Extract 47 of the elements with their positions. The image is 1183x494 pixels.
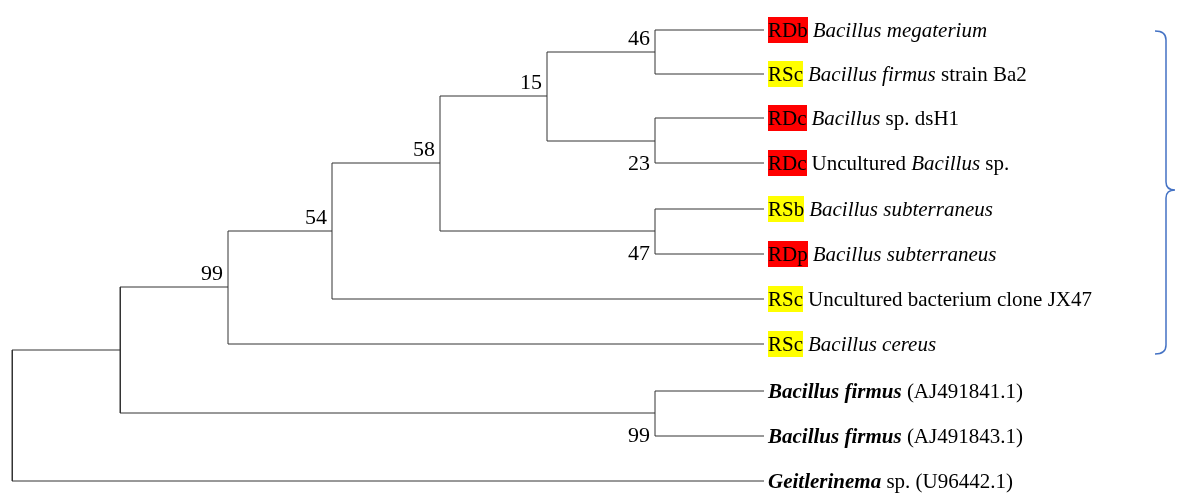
highlight-tag: RDb [768, 17, 808, 43]
tree-branch [119, 286, 229, 351]
bootstrap-value: 99 [184, 257, 228, 287]
taxon-name: Bacillus cereus [808, 333, 937, 355]
tree-branch [331, 162, 441, 232]
taxon-name: Bacillus megaterium [812, 19, 988, 41]
tree-branch [654, 208, 765, 232]
taxon-name: Bacillus sp. dsH1 [811, 107, 960, 129]
highlight-tag: RDc [768, 150, 807, 176]
tree-branch [654, 140, 765, 164]
bootstrap-value: 54 [288, 201, 332, 231]
highlight-tag: RSc [768, 286, 803, 312]
tree-branch [654, 390, 765, 414]
tree-branch [654, 117, 765, 142]
bootstrap-value: 23 [611, 141, 655, 171]
taxon-name: Bacillus firmus strain Ba2 [808, 63, 1027, 85]
bootstrap-value: 99 [611, 413, 655, 443]
tree-branch [546, 51, 656, 97]
tree-branch [11, 414, 765, 482]
taxon-name: Bacillus subterraneus [809, 198, 993, 220]
highlight-tag: RSc [768, 331, 803, 357]
bootstrap-value: 46 [611, 22, 655, 52]
taxon-name: Bacillus firmus (AJ491841.1) [768, 380, 1023, 402]
tree-branch [654, 51, 765, 75]
highlight-tag: RDc [768, 105, 807, 131]
bootstrap-value: 47 [611, 231, 655, 261]
tree-branch [227, 286, 765, 345]
highlight-tag: RDp [768, 241, 808, 267]
tree-branch [119, 349, 656, 414]
taxon-name: Uncultured Bacillus sp. [811, 152, 1010, 174]
tree-branch [439, 95, 548, 164]
tree-branch [654, 29, 765, 53]
tree-branch [439, 162, 656, 232]
bootstrap-value: 58 [396, 133, 440, 163]
taxon-name: Geitlerinema sp. (U96442.1) [768, 470, 1013, 492]
tree-branch [654, 412, 765, 437]
tree-branch [546, 95, 656, 142]
tree-branch [654, 230, 765, 255]
tree-branch [11, 349, 121, 416]
taxon-name: Uncultured bacterium clone JX47 [808, 288, 1092, 310]
highlight-tag: RSc [768, 61, 803, 87]
highlight-tag: RSb [768, 196, 805, 222]
tree-branch [227, 230, 333, 288]
bootstrap-value: 15 [503, 66, 547, 96]
taxon-name: Bacillus subterraneus [812, 243, 997, 265]
taxon-name: Bacillus firmus (AJ491843.1) [768, 425, 1023, 447]
tree-branch [331, 230, 765, 300]
